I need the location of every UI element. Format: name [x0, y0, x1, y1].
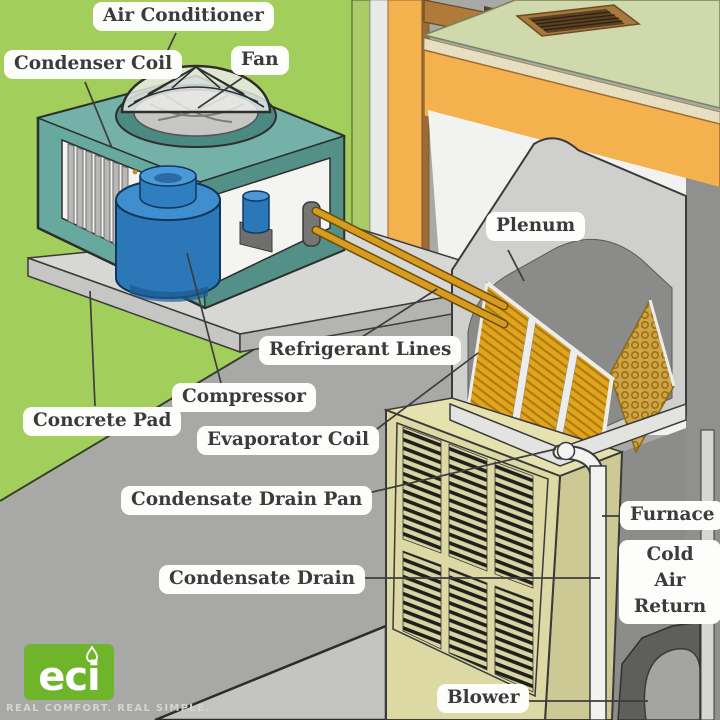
label-concrete-pad: Concrete Pad [23, 407, 182, 437]
flame-icon [86, 646, 98, 663]
label-air-conditioner: Air Conditioner [93, 2, 274, 32]
capacitor [242, 190, 270, 234]
label-blower: Blower [437, 684, 530, 714]
refrigerant-lines-graphic [302, 201, 509, 329]
label-connectors [84, 32, 720, 702]
label-furnace: Furnace [620, 501, 720, 531]
floor-vent [515, 4, 641, 37]
air-conditioner-graphic [35, 64, 347, 310]
label-condenser-coil: Condenser Coil [4, 50, 183, 80]
eci-tagline: REAL COMFORT. REAL SIMPLE. [6, 703, 211, 714]
label-plenum: Plenum [486, 212, 586, 242]
furnace-louvers [402, 426, 534, 693]
eci-logo-text: eci [38, 654, 101, 700]
label-cold-air-return: Cold Air Return [619, 540, 720, 624]
label-compressor: Compressor [172, 383, 317, 413]
label-fan: Fan [231, 46, 289, 76]
floor-above [421, 0, 720, 191]
house-wall [351, 0, 540, 311]
condensate-drain-graphic [552, 441, 607, 720]
label-condensate-drain: Condensate Drain [159, 565, 366, 595]
label-evaporator-coil: Evaporator Coil [197, 426, 380, 456]
label-condensate-drain-pan: Condensate Drain Pan [121, 486, 373, 516]
label-refrigerant-lines: Refrigerant Lines [259, 336, 462, 366]
compressor-graphic [115, 165, 221, 302]
fan-graphic [115, 64, 277, 148]
eci-logo: eci [24, 644, 114, 700]
